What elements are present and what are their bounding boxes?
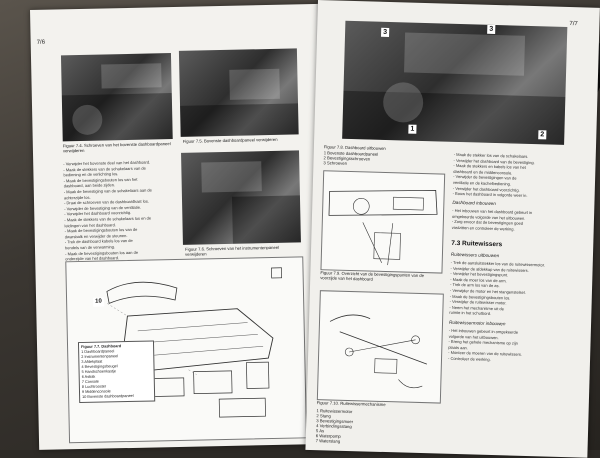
section-text-2: - Het inbouwen gebeurt in omgekeerde vol…: [448, 328, 581, 365]
wiper-legend: 1 Ruitewissermotor 2 Stang 3 Bevestiging…: [316, 408, 439, 446]
exploded-view-svg: [91, 267, 283, 418]
left-page-number: 7/6: [36, 39, 46, 46]
photo-callout: 2: [538, 130, 547, 140]
legend-item: 10 Bovenste dashboardpaneel: [82, 393, 134, 399]
section-sub-heading-2: Ruitewissermotor inbouwen: [448, 319, 506, 327]
dashboard-exploded-drawing: 10 Figuur 7.7. Dashboard 1 Dashboardpane…: [65, 256, 308, 444]
right-column-text: - Maak de stekker los van de schakelaars…: [453, 152, 586, 200]
left-page: 7/6 Figuur 7.4. Schroeven van het bovens…: [30, 3, 336, 450]
callout-10: 10: [93, 297, 104, 307]
small-legend: 1 Bovenste dashboardpaneel 2 Bevestiging…: [323, 150, 433, 168]
caption-fig-7-5: Figuur 7.5. Bovenste dashboardpaneel ver…: [182, 136, 278, 144]
photo-upper-panel-removal: [178, 48, 299, 137]
caption-fig-7-4: Figuur 7.4. Schroeven van het bovenste d…: [62, 141, 171, 154]
wiper-mechanism-drawing: [316, 290, 444, 404]
left-body-text: - Verwijder het bovenste deel van het da…: [63, 159, 177, 262]
photo-callout: 3: [487, 24, 496, 34]
right-page-number: 7/7: [569, 21, 578, 28]
photo-instrument-panel-screws: [181, 150, 301, 245]
caption-fig-7-9: Figuur 7.9. Overzicht van de bevestiging…: [320, 270, 425, 282]
right-page: 7/7 3 3 1 2 Figuur 7.8. Dashboard uitbou…: [305, 0, 600, 458]
wiper-svg: [329, 314, 428, 389]
photo-dashboard-screws: [60, 53, 173, 142]
section-sub-heading: Ruitewissers uitbouwen: [450, 251, 500, 259]
section-heading: 7.3 Ruitewissers: [451, 239, 503, 249]
section-text: - Trek de aansluitstekker los van de rui…: [449, 260, 583, 320]
photo-callout: 3: [380, 27, 390, 37]
photo-callout: 1: [408, 124, 417, 134]
inbouw-text: - Het inbouwen van het dashboard gebeurt…: [452, 208, 585, 234]
sub-heading-inbouwen: Dashboard inbouwen: [452, 199, 496, 207]
dashboard-front-drawing: [320, 170, 446, 274]
photo-dashboard-removal: 3 3 1 2: [342, 20, 568, 145]
front-view-svg: [328, 189, 438, 266]
dashboard-legend: Figuur 7.7. Dashboard 1 Dashboardpaneel …: [77, 340, 156, 404]
caption-fig-7-6: Figuur 7.6. Schroeven van het instrument…: [184, 244, 280, 257]
